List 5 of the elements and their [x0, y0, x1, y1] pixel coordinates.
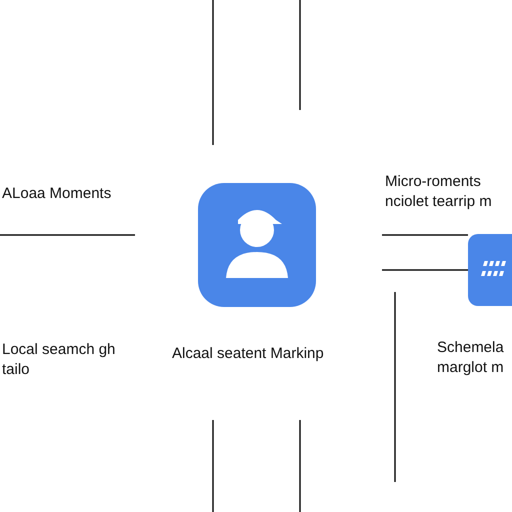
label-text: Schemela marglot m: [437, 338, 505, 378]
label-text: Micro-roments nciolet tearrip m: [385, 172, 493, 212]
label-text: ALoaa Moments: [2, 184, 112, 204]
label-text: Alcaal seatent Markinp: [172, 344, 325, 364]
label-text: Local seamch gh tailo: [2, 340, 116, 380]
